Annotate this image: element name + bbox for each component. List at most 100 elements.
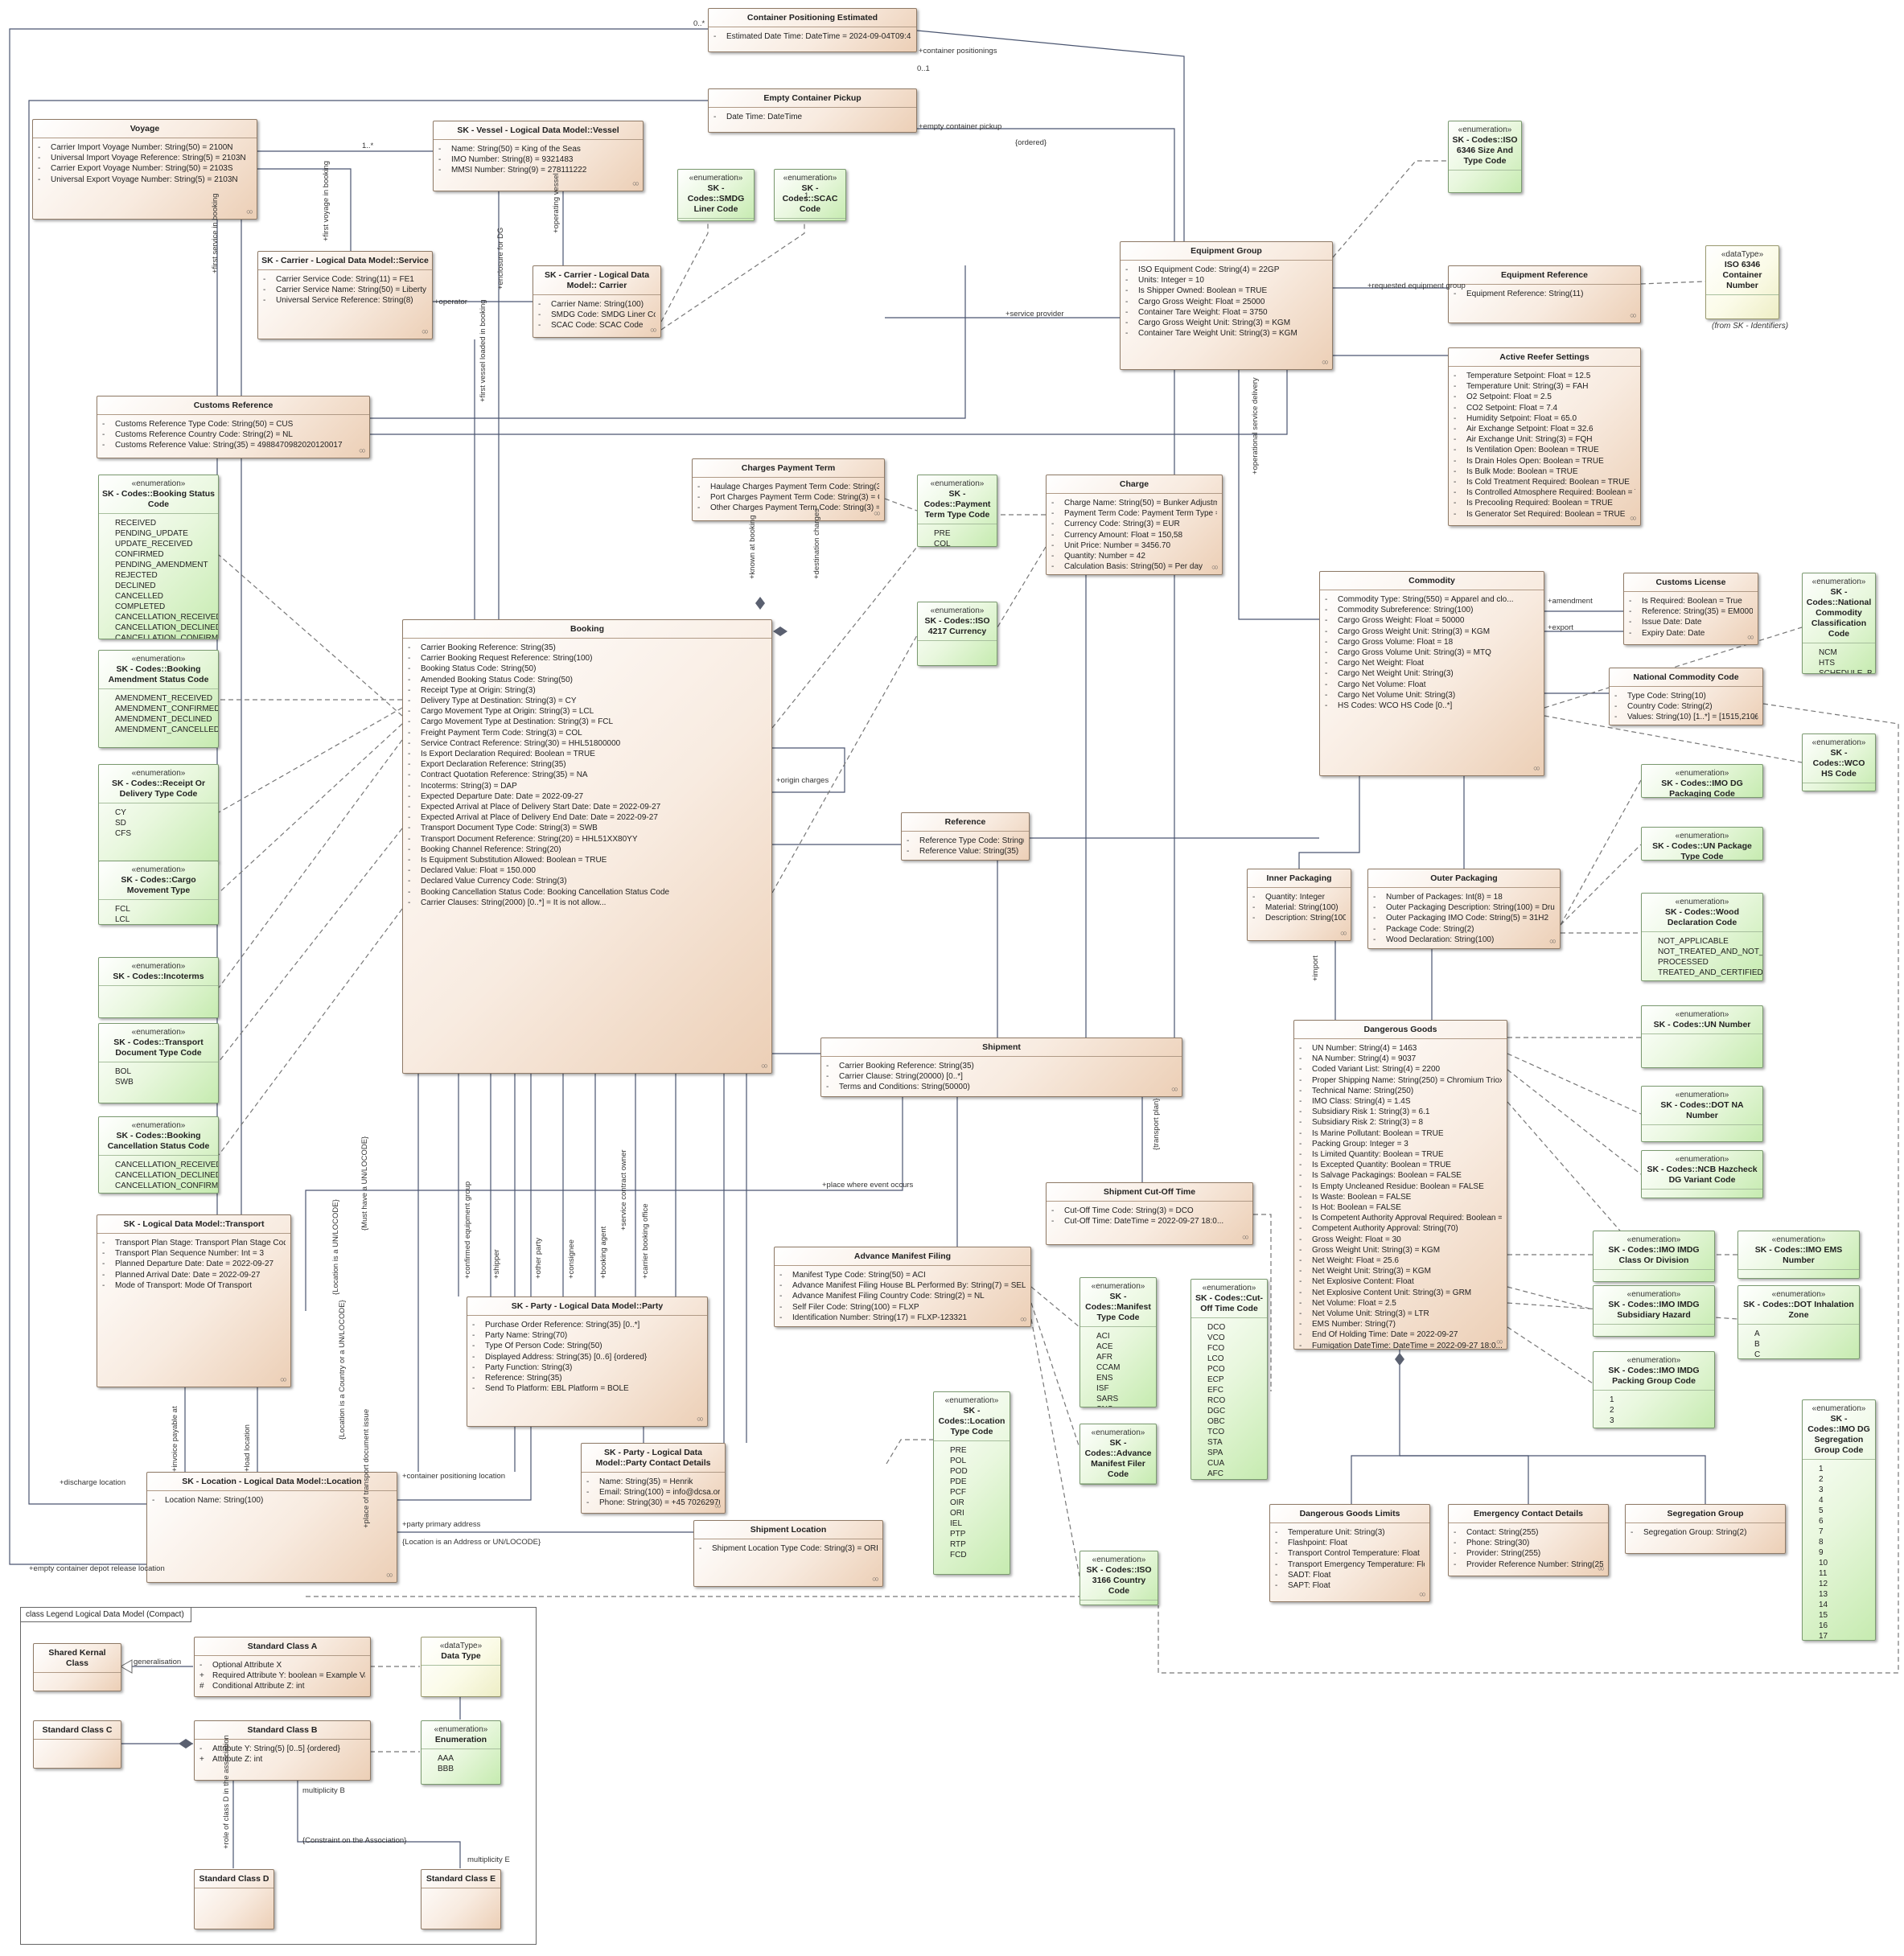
enum-header: «enumeration»SK - Codes::Location Type C… bbox=[934, 1392, 1010, 1441]
class-title: Standard Class C bbox=[42, 1725, 113, 1735]
enum-sk-codes-imo-dg-packaging-code: «enumeration»SK - Codes::IMO DG Packagin… bbox=[1641, 764, 1763, 798]
attribute-list: -Shipment Location Type Code: String(3) … bbox=[694, 1539, 882, 1557]
visibility-marker: - bbox=[1454, 392, 1457, 402]
enum-literal: B bbox=[1754, 1340, 1760, 1349]
attribute-text: Net Volume: Float = 2.5 bbox=[1312, 1298, 1396, 1308]
attribute-text: Container Tare Weight: Float = 3750 bbox=[1138, 307, 1268, 317]
attribute: -Description: String(100) bbox=[1252, 913, 1346, 923]
enum-sk-codes-un-package-type-code: «enumeration»SK - Codes::UN Package Type… bbox=[1641, 827, 1763, 861]
enum-sk-codes-cut-off-time-code: «enumeration»SK - Codes::Cut-Off Time Co… bbox=[1191, 1279, 1268, 1480]
attribute-text: O2 Setpoint: Float = 2.5 bbox=[1466, 392, 1552, 402]
attribute: -Party Function: String(3) bbox=[472, 1362, 702, 1373]
visibility-marker: - bbox=[1629, 618, 1632, 627]
visibility-marker: - bbox=[38, 175, 41, 184]
attribute: -Fumigation DateTime: DateTime = 2022-09… bbox=[1299, 1341, 1502, 1349]
association-commodity-inner bbox=[1298, 776, 1360, 869]
visibility-marker: - bbox=[1299, 1320, 1302, 1329]
attribute-text: Is Waste: Boolean = FALSE bbox=[1312, 1192, 1412, 1202]
class-title: Equipment Group bbox=[1191, 246, 1262, 256]
enum-header: «enumeration»SK - Codes::Advance Manifes… bbox=[1080, 1424, 1156, 1484]
literal-list: 123456789101112131415161718 bbox=[1803, 1460, 1875, 1640]
enum-header: «enumeration»SK - Codes::Cut-Off Time Co… bbox=[1191, 1280, 1267, 1318]
class-title: National Commodity Code bbox=[1633, 672, 1739, 682]
class-equipment-group: Equipment Group-ISO Equipment Code: Stri… bbox=[1120, 241, 1333, 370]
class-header: Dangerous Goods Limits bbox=[1270, 1505, 1429, 1523]
attribute: -Carrier Clauses: String(2000) [0..*] = … bbox=[408, 898, 767, 908]
dep-imo-pkg bbox=[1560, 779, 1642, 926]
class-header: Segregation Group bbox=[1626, 1505, 1785, 1523]
attribute-text: Planned Arrival Date: Date = 2022-09-27 bbox=[115, 1270, 261, 1280]
legend-composition-diamond bbox=[179, 1739, 193, 1748]
visibility-marker: - bbox=[1299, 1086, 1302, 1095]
legend-label: generalisation bbox=[134, 1658, 182, 1666]
attribute: -SCAC Code: SCAC Code bbox=[538, 320, 656, 331]
attribute-list: -Is Required: Boolean = True-Reference: … bbox=[1624, 592, 1758, 642]
attribute: -CO2 Setpoint: Float = 7.4 bbox=[1454, 403, 1635, 413]
attribute-text: Cut-Off Time Code: String(3) = DCO bbox=[1064, 1206, 1194, 1215]
stereotype: «enumeration» bbox=[131, 1028, 186, 1037]
edge-label: +operator bbox=[434, 298, 467, 306]
visibility-marker: - bbox=[1299, 1171, 1302, 1181]
attribute-list: -Commodity Type: String(550) = Apparel a… bbox=[1320, 590, 1544, 714]
edge-label: +first service in booking bbox=[211, 193, 220, 273]
enum-literal: 1 bbox=[1610, 1395, 1614, 1404]
visibility-marker: - bbox=[472, 1331, 475, 1341]
attribute-text: Expected Arrival at Place of Delivery St… bbox=[421, 803, 661, 812]
edge-label: 1..* bbox=[362, 142, 374, 150]
attribute-text: Temperature Unit: String(3) = FAH bbox=[1466, 382, 1589, 392]
attribute: -Packing Group: Integer = 3 bbox=[1299, 1139, 1502, 1149]
attribute-text: Phone: String(30) = +45 70262970 bbox=[599, 1498, 720, 1508]
attribute-text: Equipment Reference: String(11) bbox=[1466, 290, 1584, 298]
attribute: +Required Attribute Y: boolean = Example… bbox=[199, 1670, 365, 1681]
visibility-marker: - bbox=[102, 1249, 105, 1259]
attribute-text: Email: String(100) = info@dcsa.org bbox=[599, 1488, 720, 1498]
enum-literal: COMPLETED bbox=[115, 602, 166, 611]
class-active-reefer-settings: Active Reefer Settings-Temperature Setpo… bbox=[1448, 347, 1641, 526]
attribute-text: Self Filer Code: String(100) = FLXP bbox=[792, 1302, 919, 1312]
attribute-text: Transport Document Type Code: String(3) … bbox=[421, 824, 598, 833]
legend-label: {Constraint on the Association} bbox=[302, 1836, 407, 1845]
association-customs-carrier bbox=[370, 265, 966, 419]
attribute-text: Is Generator Set Required: Boolean = TRU… bbox=[1466, 509, 1626, 519]
visibility-marker: - bbox=[1325, 616, 1328, 626]
attribute: -Advance Manifest Filing House BL Perfor… bbox=[779, 1280, 1026, 1291]
class-title: Charges Payment Term bbox=[741, 463, 836, 473]
attribute: -Purchase Order Reference: String(35) [0… bbox=[472, 1320, 702, 1330]
attribute-text: Cargo Movement Type at Origin: String(3)… bbox=[421, 707, 594, 717]
stereotype: «enumeration» bbox=[131, 479, 186, 488]
visibility-marker: - bbox=[1299, 1288, 1302, 1297]
enum-literal: FCL bbox=[115, 905, 130, 914]
association-glyph-icon: ○○ bbox=[1496, 1338, 1503, 1346]
visibility-marker: - bbox=[408, 643, 411, 652]
attribute: +Attribute Z: int bbox=[199, 1754, 365, 1765]
visibility-marker: - bbox=[699, 1544, 702, 1553]
attribute-text: Transport Emergency Temperature: Float bbox=[1288, 1559, 1425, 1569]
attribute: -Mode of Transport: Mode Of Transport bbox=[102, 1280, 286, 1291]
enum-literal: CANCELLED bbox=[115, 592, 164, 601]
attribute: -Receipt Type at Origin: String(3) bbox=[408, 685, 767, 696]
class-title: Container Positioning Estimated bbox=[746, 13, 878, 23]
attribute-text: Cargo Gross Weight: Float = 50000 bbox=[1338, 616, 1465, 626]
attribute-text: Party Name: String(70) bbox=[485, 1331, 568, 1341]
attribute-text: Country Code: String(2) bbox=[1627, 702, 1713, 712]
visibility-marker: - bbox=[102, 430, 105, 440]
association-glyph-icon: ○○ bbox=[1747, 633, 1754, 641]
enum-literal: REJECTED bbox=[115, 571, 158, 580]
attribute: -Cargo Gross Weight: Float = 25000 bbox=[1125, 297, 1327, 307]
attribute: -Manifest Type Code: String(50) = ACI bbox=[779, 1270, 1026, 1280]
visibility-marker: - bbox=[1454, 403, 1457, 413]
visibility-marker: - bbox=[1299, 1128, 1302, 1138]
generalisation-arrow-icon bbox=[119, 1659, 133, 1674]
association-glyph-icon: ○○ bbox=[872, 1575, 879, 1583]
dep-scac bbox=[660, 221, 805, 331]
literal-list: ACIACEAFRCCAMENSISFSARSSNSAMANAC bbox=[1080, 1327, 1156, 1407]
attribute-text: Customs Reference Type Code: String(50) … bbox=[115, 420, 294, 429]
visibility-marker: - bbox=[1325, 637, 1328, 647]
attribute-text: Mode of Transport: Mode Of Transport bbox=[115, 1280, 253, 1290]
attribute-text: Currency Amount: Float = 150,58 bbox=[1064, 530, 1183, 540]
attribute: -Advance Manifest Filing Country Code: S… bbox=[779, 1291, 1026, 1301]
attribute: -Optional Attribute X bbox=[199, 1660, 365, 1670]
class-commodity: Commodity-Commodity Type: String(550) = … bbox=[1319, 571, 1544, 776]
enum-literal: PENDING_AMENDMENT bbox=[115, 561, 208, 569]
attribute: -NA Number: String(4) = 9037 bbox=[1299, 1054, 1502, 1064]
